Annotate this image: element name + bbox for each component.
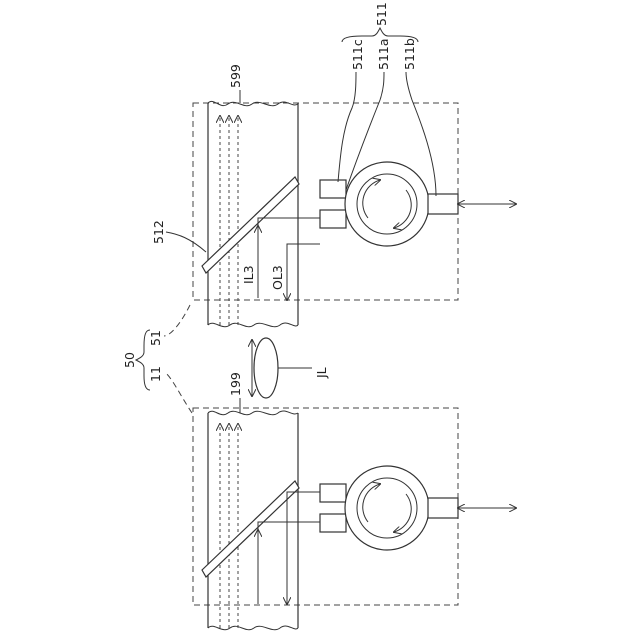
port-upper-right [428, 194, 458, 214]
label-ol3: OL3 [270, 265, 285, 290]
lower-ring-inner [357, 478, 417, 538]
label-511a: 511a [376, 38, 391, 70]
leader-511c [338, 72, 356, 182]
waveguide-599-bottom-break [208, 323, 298, 327]
leader-11 [164, 372, 192, 413]
port-lower-top [320, 484, 346, 502]
incident-light-path [258, 218, 320, 298]
label-jl: JL [314, 367, 329, 379]
port-upper-bottom [320, 210, 346, 228]
mirror-512 [202, 177, 299, 273]
label-51: 51 [148, 330, 163, 346]
label-599: 599 [228, 64, 243, 88]
waveguide-199-bottom-break [208, 626, 298, 630]
waveguide-199-top-break [208, 411, 298, 415]
port-lower-bottom [320, 514, 346, 532]
waveguide-599-top-break [208, 101, 298, 105]
label-11: 11 [148, 366, 163, 382]
output-light-path [287, 244, 320, 300]
lower-output-path [287, 492, 320, 604]
ring-resonator-inner [357, 174, 417, 234]
lens-jl [254, 338, 278, 398]
port-upper-top [320, 180, 346, 198]
label-199: 199 [228, 372, 243, 396]
label-50: 50 [122, 352, 137, 368]
middle-section [136, 305, 312, 413]
lower-incident-path [258, 522, 320, 604]
leader-512 [166, 232, 206, 252]
label-511: 511 [374, 2, 389, 26]
port-lower-right [428, 498, 458, 518]
label-512: 512 [151, 220, 166, 244]
leader-51 [164, 305, 190, 336]
mirror-lower [202, 481, 299, 577]
label-il3: IL3 [241, 265, 256, 284]
lower-unit-11 [193, 398, 516, 630]
upper-unit-51 [166, 28, 516, 327]
label-511c: 511c [350, 39, 365, 70]
label-511b: 511b [402, 38, 417, 70]
